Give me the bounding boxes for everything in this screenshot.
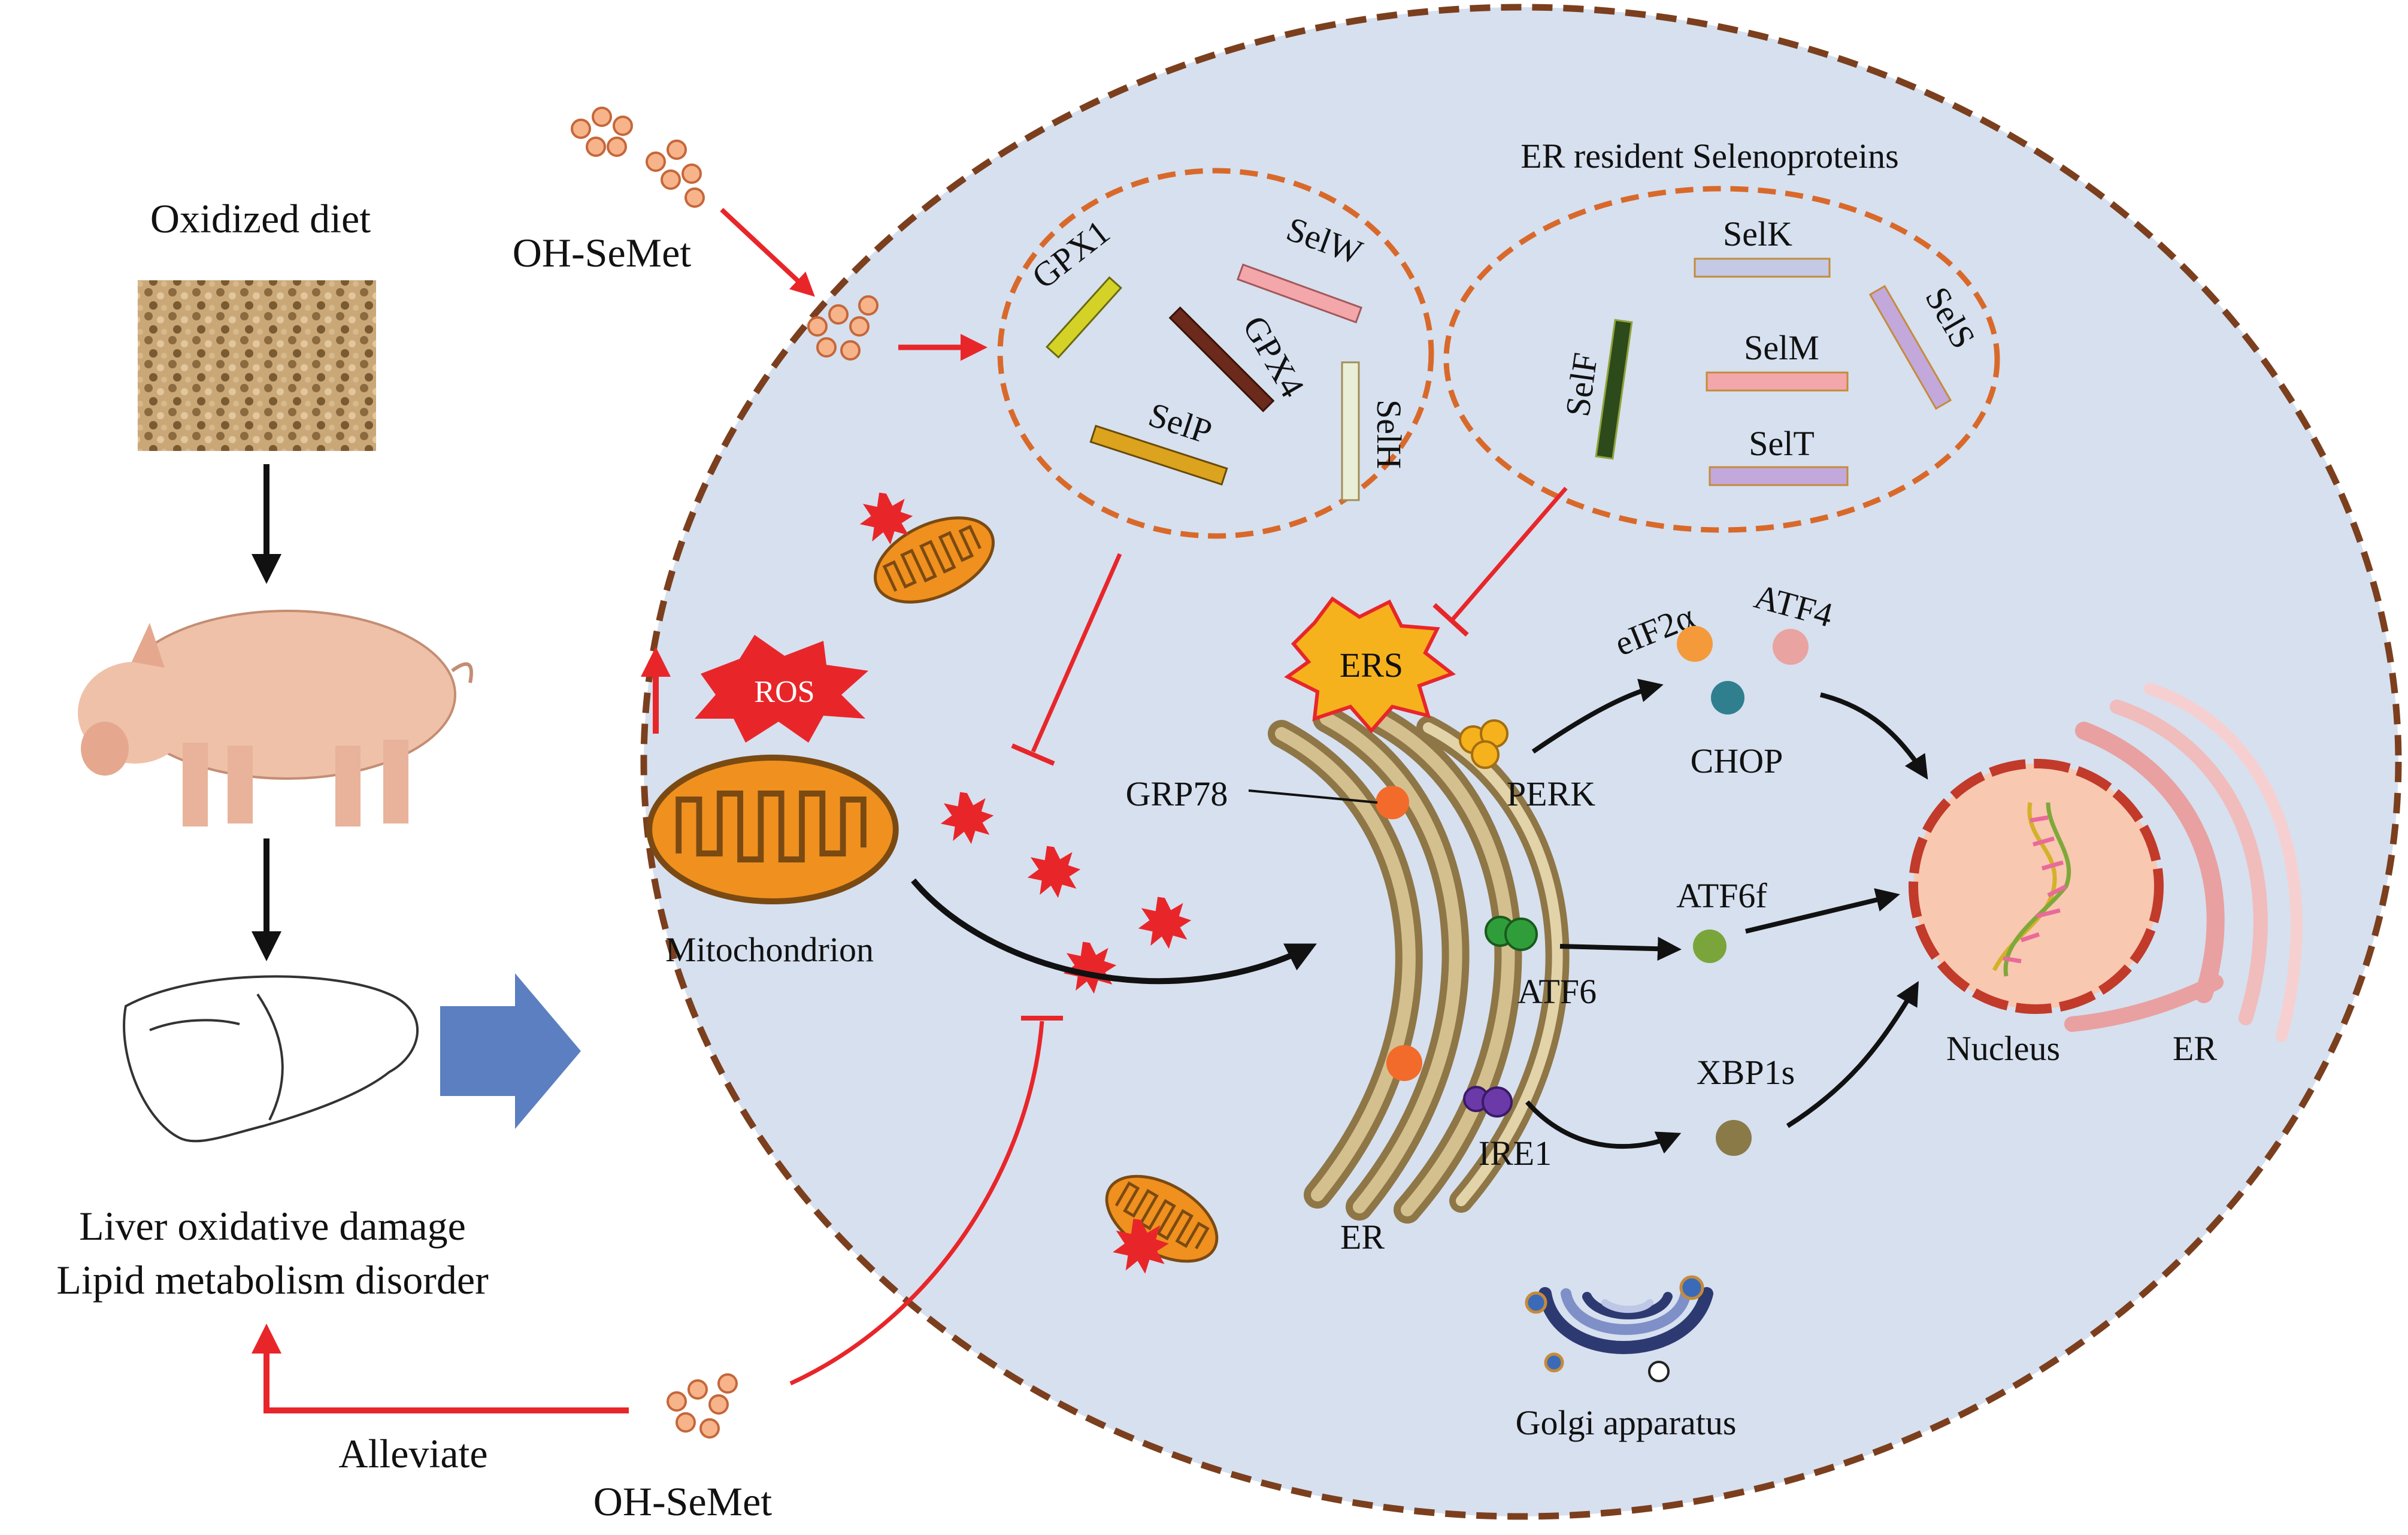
ohsemet-bottom-label: OH-SeMet — [593, 1479, 773, 1524]
ohsemet-particles-bottom — [667, 1373, 738, 1439]
nucleus — [1909, 759, 2164, 1014]
atf6-label: ATF6 — [1518, 972, 1597, 1011]
ers-label: ERS — [1340, 646, 1403, 685]
selk-label: SelK — [1723, 214, 1792, 253]
ohsemet-top-label: OH-SeMet — [513, 230, 692, 275]
golgi-vesicle-1 — [1525, 1291, 1547, 1314]
atf4-molecule — [1773, 629, 1809, 665]
chop-molecule — [1711, 681, 1744, 714]
sels-bar — [1868, 284, 1952, 410]
inhibit-bar-2 — [1432, 603, 1469, 637]
arrow-ire1-branch — [1525, 1100, 1682, 1154]
self-label: SelF — [1558, 350, 1605, 419]
selm-bar — [1706, 371, 1849, 392]
golgi-vesicle-3 — [1544, 1352, 1564, 1373]
nuclear-er — [2064, 683, 2303, 1042]
grp78-pointer — [1248, 789, 1378, 804]
selw-bar — [1236, 263, 1363, 324]
inhibit-bar-1 — [1011, 743, 1055, 766]
ire1-label: IRE1 — [1479, 1134, 1552, 1173]
selt-bar — [1709, 466, 1849, 486]
oxidized-diet-label: Oxidized diet — [150, 196, 371, 241]
nuclear-er-label: ER — [2173, 1029, 2217, 1068]
arrow-mito-to-er — [911, 878, 1317, 985]
atf6f-label: ATF6f — [1676, 876, 1767, 915]
self-bar — [1595, 319, 1633, 460]
pig-icon — [78, 610, 473, 826]
er-label: ER — [1340, 1218, 1385, 1257]
perk-label: PERK — [1507, 774, 1595, 813]
outcome-line1: Liver oxidative damage — [79, 1203, 466, 1249]
golgi-icon — [1538, 1287, 1713, 1354]
mitochondrion-label: Mitochondrion — [665, 930, 874, 969]
ohsemet-particles-inside — [807, 295, 879, 361]
chop-label: CHOP — [1691, 741, 1783, 780]
ros-label: ROS — [754, 675, 814, 709]
alleviate-label: Alleviate — [338, 1431, 487, 1476]
perk-sensor — [1459, 719, 1509, 769]
golgi-label: Golgi apparatus — [1516, 1403, 1737, 1442]
selh-bar — [1341, 361, 1360, 501]
nucleus-label: Nucleus — [1946, 1029, 2060, 1068]
liver-icon — [123, 975, 419, 1143]
dna-helix — [1992, 802, 2071, 977]
arrow-xbp1s-to-nucleus — [1786, 981, 1919, 1128]
arrow-atf6-branch — [1559, 937, 1682, 961]
ire1-sensor — [1463, 1086, 1513, 1118]
er-selenoproteins-title: ER resident Selenoproteins — [1520, 137, 1898, 175]
gpx1-bar — [1046, 276, 1122, 359]
selenoprotein-cluster-1 — [997, 168, 1434, 539]
arrow-ohsemet-in — [720, 208, 815, 297]
inhibit-ohsemet-to-ros — [789, 1021, 1044, 1386]
golgi-vesicle-4 — [1648, 1361, 1670, 1382]
xbp1s-molecule — [1716, 1120, 1752, 1156]
eif2a-molecule — [1677, 626, 1713, 662]
grp78-label: GRP78 — [1126, 774, 1228, 813]
cell-membrane — [640, 4, 2402, 1520]
grp78-molecule-2 — [1386, 1045, 1422, 1081]
selt-label: SelT — [1749, 424, 1815, 463]
feed-image — [138, 280, 376, 451]
mitochondrion-main — [649, 758, 896, 901]
grp78-molecule-1 — [1376, 786, 1409, 819]
golgi-vesicle-2 — [1679, 1275, 1704, 1300]
outcome-line2: Lipid metabolism disorder — [56, 1257, 489, 1303]
arrow-atf6f-to-nucleus — [1745, 888, 1900, 934]
gpx4-bar — [1168, 306, 1275, 413]
alleviate-arrow — [252, 1324, 629, 1413]
big-arrow-to-cell — [440, 973, 581, 1129]
inhibit-cluster2-ers — [1450, 486, 1568, 622]
atf6-sensor — [1485, 916, 1538, 951]
ros-burst — [695, 635, 868, 743]
selk-bar — [1694, 258, 1831, 278]
xbp1s-label: XBP1s — [1697, 1053, 1795, 1092]
selh-label: SelH — [1370, 399, 1409, 469]
selenoprotein-cluster-2 — [1443, 186, 2000, 533]
ers-burst — [1284, 596, 1456, 734]
atf6f-molecule — [1693, 930, 1727, 963]
arrow-perk-branch — [1531, 679, 1664, 754]
inhibit-cluster1-ros — [1031, 553, 1122, 753]
ohsemet-particles-top — [571, 107, 705, 208]
selm-label: SelM — [1744, 328, 1819, 367]
selp-bar — [1089, 425, 1228, 486]
arrow-chop-to-nucleus — [1820, 692, 1928, 780]
